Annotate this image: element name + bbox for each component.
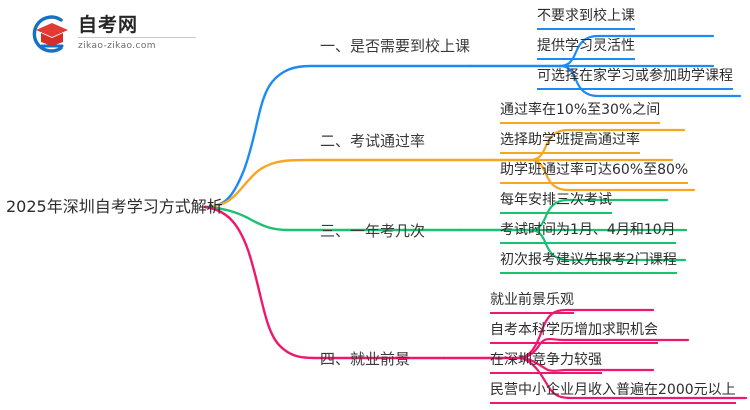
leaf-item[interactable]: 助学班通过率可达60%至80% [500, 161, 689, 184]
graduation-cap-icon [32, 15, 68, 53]
leaf-item[interactable]: 就业前景乐观 [490, 291, 574, 314]
leaf-item[interactable]: 考试时间为1月、4月和10月 [500, 221, 676, 244]
leaf-item[interactable]: 选择助学班提高通过率 [500, 131, 640, 154]
logo-divider [78, 37, 196, 38]
leaf-item[interactable]: 提供学习灵活性 [537, 37, 635, 60]
logo-site-name: 自考网 [78, 14, 139, 36]
branch-label-4[interactable]: 四、就业前景 [320, 350, 411, 368]
leaf-item[interactable]: 民营中小企业月收入普遍在2000元以上 [490, 381, 736, 404]
leaf-item[interactable]: 初次报考建议先报考2门课程 [500, 251, 677, 274]
branch-2-connectors [203, 128, 696, 209]
branch-4-connectors [203, 205, 748, 400]
branch-label-3[interactable]: 三、一年考几次 [320, 222, 426, 240]
leaf-item[interactable]: 通过率在10%至30%之间 [500, 101, 661, 124]
leaf-item[interactable]: 在深圳竞争力较强 [490, 351, 602, 374]
branch-3-connectors [203, 198, 688, 262]
branch-label-2[interactable]: 二、考试通过率 [320, 132, 426, 150]
leaf-item[interactable]: 可选择在家学习或参加助学课程 [537, 67, 733, 90]
leaf-item[interactable]: 每年安排三次考试 [500, 191, 612, 214]
leaf-item[interactable]: 不要求到校上课 [537, 7, 635, 30]
logo-domain: zikao-zikao.com [78, 41, 156, 51]
branch-label-1[interactable]: 一、是否需要到校上课 [320, 37, 471, 55]
mindmap-root-title: 2025年深圳自考学习方式解析 [6, 197, 223, 216]
leaf-item[interactable]: 自考本科学历增加求职机会 [490, 321, 658, 344]
site-logo[interactable]: 自考网 zikao-zikao.com [28, 10, 208, 58]
branch-1-connectors [203, 34, 742, 209]
